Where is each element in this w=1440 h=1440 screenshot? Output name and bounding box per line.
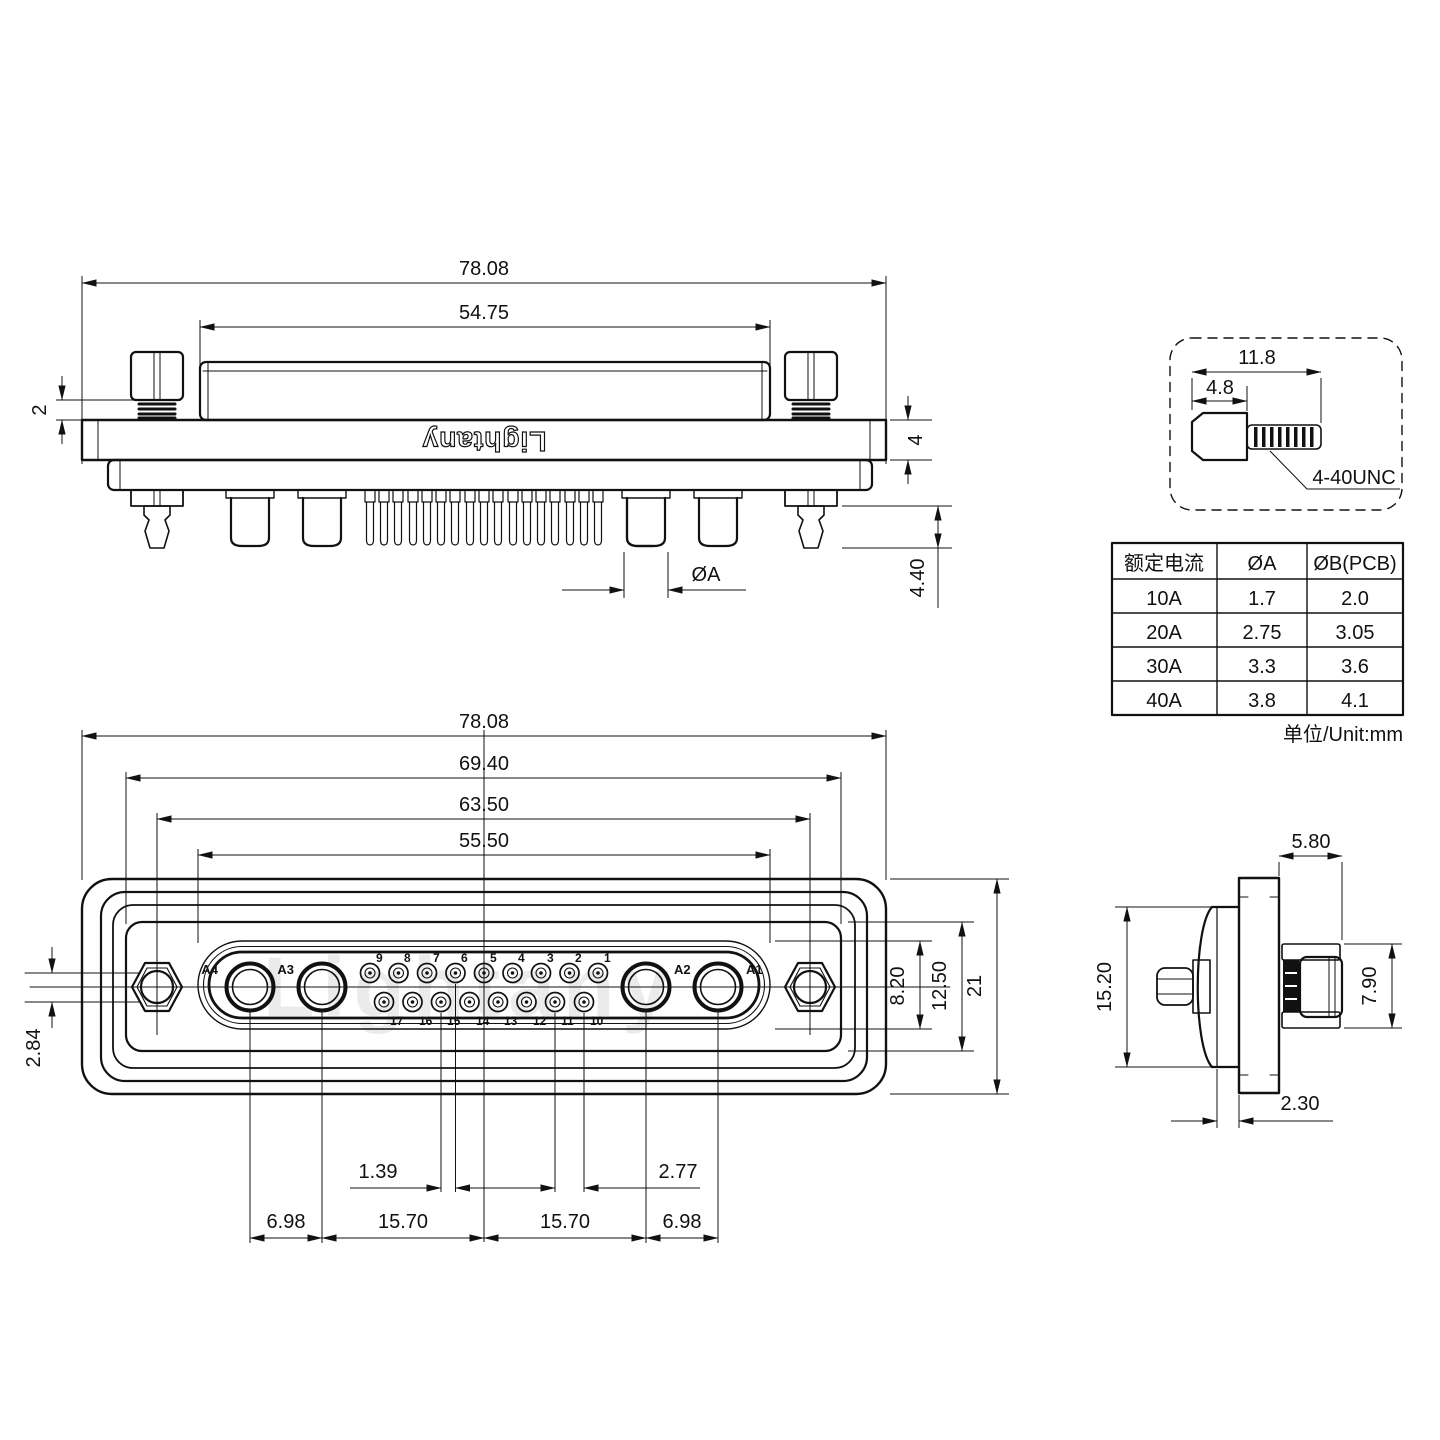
dim-top-flange-thickness: 4 [905, 434, 927, 445]
table-cell: 1.7 [1248, 588, 1276, 610]
dim-front-a-pitch-left: 6.98 [267, 1211, 306, 1233]
dim-front-span-right: 15.70 [540, 1211, 590, 1233]
dim-top-screw-gap: 2 [29, 404, 51, 415]
brand-logo-text: Lightany [422, 426, 547, 457]
svg-text:1: 1 [604, 951, 611, 965]
dim-front-pin-pitch: 2.77 [659, 1161, 698, 1183]
boardlock-pin-left [130, 489, 184, 549]
label-pin-diameter: ØA [692, 564, 722, 586]
dim-top-shroud-width: 54.75 [459, 302, 509, 324]
boardlock-pin-profile [1156, 959, 1211, 1014]
svg-text:14: 14 [476, 1014, 490, 1028]
dim-front-overall-height: 21 [964, 975, 986, 997]
table-header-dia-a: ØA [1248, 553, 1278, 575]
contact-label-a1: A1 [746, 962, 763, 977]
power-contact-a4 [224, 961, 276, 1013]
thumbscrew-detail: 11.8 4.8 4-40UNC [1169, 337, 1403, 511]
dim-front-cutout-width: 69.40 [459, 753, 509, 775]
table-unit-note: 单位/Unit:mm [1283, 723, 1403, 746]
dim-front-row-offset: 2.84 [23, 1029, 45, 1068]
table-header-dia-b: ØB(PCB) [1313, 553, 1396, 575]
dim-front-insert-height: 8.20 [887, 967, 909, 1006]
table-cell: 10A [1146, 588, 1182, 610]
svg-text:13: 13 [504, 1014, 518, 1028]
pin-number-labels: 9 8 7 6 5 4 3 2 1 17 16 15 14 13 12 11 1… [376, 951, 611, 1028]
boardlock-pin-right [784, 489, 838, 549]
dim-front-insert-width: 55.50 [459, 830, 509, 852]
dim-side-screw-height: 7.90 [1359, 967, 1381, 1006]
side-view-body [1156, 876, 1344, 1095]
side-view: 5.80 15.20 7.90 2.30 [1094, 831, 1402, 1128]
power-contact-a2 [620, 961, 672, 1013]
signal-pins-top-row [359, 962, 609, 984]
dim-front-mount-span: 63.50 [459, 794, 509, 816]
svg-text:7: 7 [433, 951, 440, 965]
thread-spec-label: 4-40UNC [1312, 467, 1395, 489]
panel-flange-profile [1237, 876, 1281, 1095]
dim-side-flange-to-screw: 5.80 [1292, 831, 1331, 853]
svg-text:2: 2 [575, 951, 582, 965]
signal-pins-bottom-row [373, 991, 595, 1013]
thumbscrew-right [783, 350, 839, 420]
svg-text:3: 3 [547, 951, 554, 965]
dim-screw-total-length: 11.8 [1238, 347, 1275, 369]
contact-label-a2: A2 [674, 962, 691, 977]
side-view-dimensions: 5.80 15.20 7.90 2.30 [1094, 831, 1402, 1128]
power-pins-side [225, 489, 743, 548]
svg-text:10: 10 [590, 1014, 604, 1028]
power-contact-a1 [692, 961, 744, 1013]
front-view-dimensions: 78.08 69.40 63.50 55.50 8.20 12.50 21 2.… [23, 711, 1009, 1243]
top-view-dimensions: 78.08 54.75 2 4 4.40 ØA [29, 258, 952, 608]
thumbscrew-left [129, 350, 185, 420]
table-cell: 4.1 [1341, 690, 1369, 712]
svg-text:5: 5 [490, 951, 497, 965]
top-view: Lightany [29, 258, 952, 608]
thumbscrew-profile [1281, 943, 1344, 1029]
screw-thread-profile [1246, 424, 1322, 450]
power-contact-a3 [296, 961, 348, 1013]
screw-thread-stripes [1254, 427, 1314, 447]
table-cell: 2.75 [1243, 622, 1282, 644]
dim-front-a-pitch-right: 6.98 [663, 1211, 702, 1233]
dim-side-shell-height: 15.20 [1094, 962, 1116, 1012]
front-view: A4 A3 A2 A1 [23, 711, 1009, 1243]
dim-side-wall-offset: 2.30 [1281, 1093, 1320, 1115]
spec-table: 额定电流 ØA ØB(PCB) 10A 1.7 2.0 20A 2.75 3.0… [1110, 541, 1405, 746]
dim-front-overall-width: 78.08 [459, 711, 509, 733]
contact-label-a4: A4 [201, 962, 218, 977]
svg-text:15: 15 [447, 1014, 461, 1028]
screw-head-profile [1190, 411, 1249, 462]
dim-top-overall-width: 78.08 [459, 258, 509, 280]
svg-text:6: 6 [461, 951, 468, 965]
svg-text:17: 17 [390, 1014, 404, 1028]
svg-text:11: 11 [561, 1014, 574, 1028]
svg-text:16: 16 [419, 1014, 433, 1028]
top-view-body: Lightany [80, 350, 888, 549]
dim-top-pin-length: 4.40 [907, 559, 929, 598]
table-cell: 2.0 [1341, 588, 1369, 610]
contact-label-a3: A3 [277, 962, 294, 977]
table-cell: 3.6 [1341, 656, 1369, 678]
svg-text:12: 12 [533, 1014, 547, 1028]
dim-front-span-left: 15.70 [378, 1211, 428, 1233]
table-cell: 3.3 [1248, 656, 1276, 678]
table-cell: 3.8 [1248, 690, 1276, 712]
table-header-current: 额定电流 [1124, 552, 1204, 575]
table-cell: 40A [1146, 690, 1182, 712]
svg-text:4: 4 [518, 951, 525, 965]
dim-screw-head-length: 4.8 [1206, 377, 1234, 399]
table-cell: 20A [1146, 622, 1182, 644]
dim-front-pin-stagger: 1.39 [359, 1161, 398, 1183]
svg-text:9: 9 [376, 951, 383, 965]
dim-front-cutout-height: 12.50 [929, 961, 951, 1011]
svg-text:8: 8 [404, 951, 411, 965]
signal-pins-side [364, 489, 604, 546]
table-cell: 30A [1146, 656, 1182, 678]
table-cell: 3.05 [1336, 622, 1375, 644]
